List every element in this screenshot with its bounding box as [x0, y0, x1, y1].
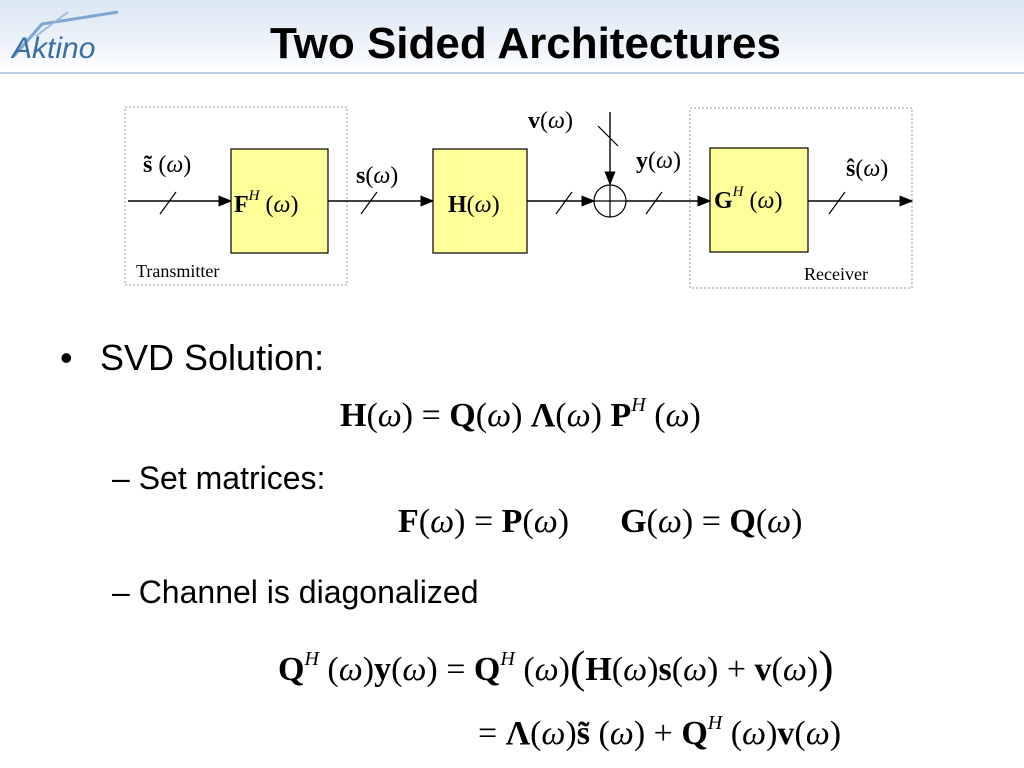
- slide-title: Two Sided Architectures: [270, 19, 781, 68]
- svd-equation: H(ω) = Q(ω) Λ(ω) PH (ω): [340, 394, 701, 434]
- rx-in-label: y(ω): [636, 148, 681, 174]
- rx-filter-block: [709, 147, 809, 253]
- bus-slash-marks: [159, 125, 846, 215]
- aktino-logo: Aktino: [10, 10, 119, 65]
- channel-block-label: H(ω): [448, 192, 500, 218]
- diagonalization-equation-line2: = Λ(ω)s̃ (ω) + QH (ω)v(ω): [478, 712, 842, 752]
- tx-out-label: s(ω): [356, 163, 398, 189]
- diagonalization-equation-line1: QH (ω)y(ω) = QH (ω)(H(ω)s(ω) + v(ω)): [278, 641, 834, 692]
- logo-text: Aktino: [10, 32, 95, 65]
- bullet-svd-solution: • SVD Solution:: [60, 336, 324, 380]
- receiver-label: Receiver: [804, 264, 868, 284]
- noise-label: v(ω): [528, 108, 573, 134]
- rx-block-label: GH (ω): [714, 184, 782, 214]
- sub-bullet-set-matrices: – Set matrices:: [112, 460, 326, 496]
- channel-block: [432, 148, 528, 254]
- slide-header: [0, 0, 1024, 74]
- sub-bullet-channel-diagonalized: – Channel is diagonalized: [112, 574, 479, 610]
- tx-precoder-block: [230, 148, 329, 254]
- header-divider: [0, 72, 1024, 74]
- bullet-text: SVD Solution:: [100, 337, 325, 378]
- input-label: s̃ (ω): [143, 152, 191, 178]
- bullet-dot: •: [60, 337, 73, 378]
- output-label: ŝ(ω): [846, 156, 888, 182]
- transmitter-label: Transmitter: [136, 261, 219, 281]
- tx-block-label: FH (ω): [234, 188, 298, 218]
- block-diagram: v(ω) s̃ (ω) FH (ω) s(ω) H(ω) y(ω) GH (ω)…: [124, 106, 914, 289]
- set-matrices-equation: F(ω) = P(ω) G(ω) = Q(ω): [398, 503, 803, 540]
